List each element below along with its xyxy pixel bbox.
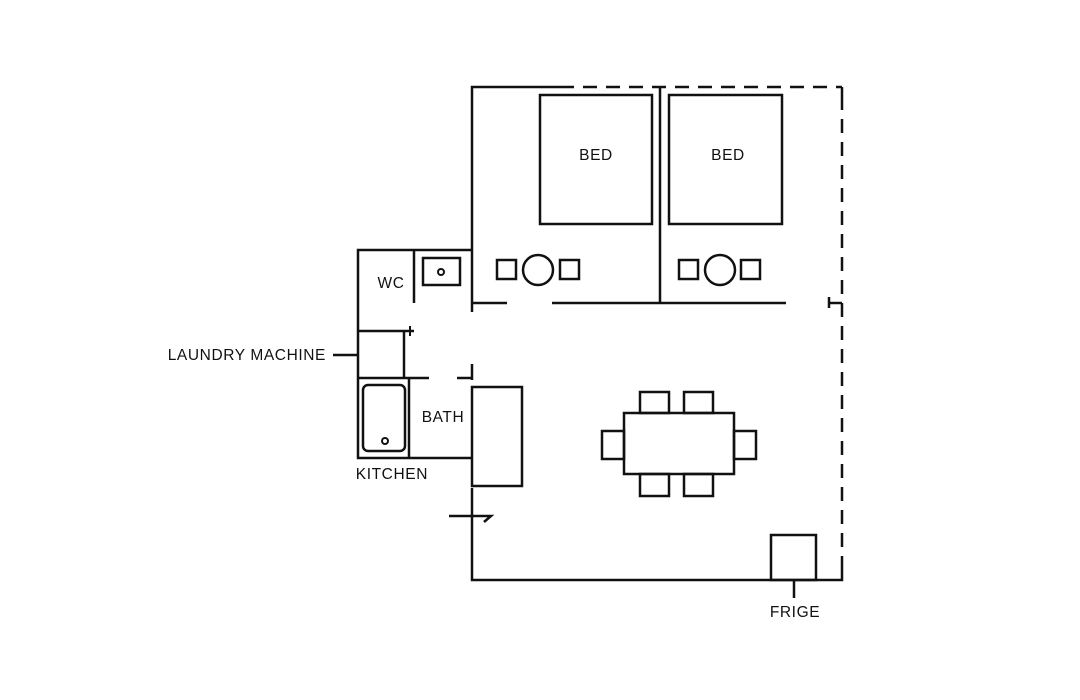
wall-top-left <box>470 85 560 303</box>
bathtub <box>361 383 407 453</box>
chair-bottom-right <box>682 472 715 498</box>
chair-right <box>732 429 758 461</box>
utility-block: WC BATH <box>356 248 472 460</box>
bed-left-label: BED <box>579 147 613 164</box>
laundry-label: LAUNDRY MACHINE <box>168 347 326 364</box>
nightstand-right-a <box>677 258 700 281</box>
chair-bottom-left <box>638 472 671 498</box>
chair-left <box>600 429 626 461</box>
bed-left <box>538 93 654 226</box>
door-swing-marker <box>449 514 495 523</box>
bed-right <box>667 93 784 226</box>
kitchen-counter <box>470 385 524 488</box>
rug-right <box>703 253 737 287</box>
entrance-door <box>449 514 495 523</box>
nightstand-right-b <box>739 258 762 281</box>
nightstand-left-b <box>558 258 581 281</box>
kitchen: KITCHEN <box>356 385 524 488</box>
fridge: FRIGE <box>769 533 820 621</box>
wc-label: WC <box>377 275 404 292</box>
wc-sink <box>421 256 462 287</box>
wc-sink-drain <box>437 268 445 276</box>
wall-bottom <box>470 540 844 582</box>
bathtub-drain <box>381 437 389 445</box>
nightstand-left-a <box>495 258 518 281</box>
bath-label: BATH <box>422 409 465 426</box>
chair-top-right <box>682 390 715 415</box>
fridge-label: FRIGE <box>770 604 820 621</box>
chair-top-left <box>638 390 671 415</box>
rug-left <box>521 253 555 287</box>
dining-area <box>600 390 758 498</box>
bedrooms: BED BED <box>470 87 842 312</box>
outer-walls <box>470 85 844 582</box>
kitchen-label: KITCHEN <box>356 466 428 483</box>
fridge-box <box>769 533 818 582</box>
dining-table <box>622 411 736 476</box>
laundry-annotation: LAUNDRY MACHINE <box>168 347 358 364</box>
bed-right-label: BED <box>711 147 745 164</box>
